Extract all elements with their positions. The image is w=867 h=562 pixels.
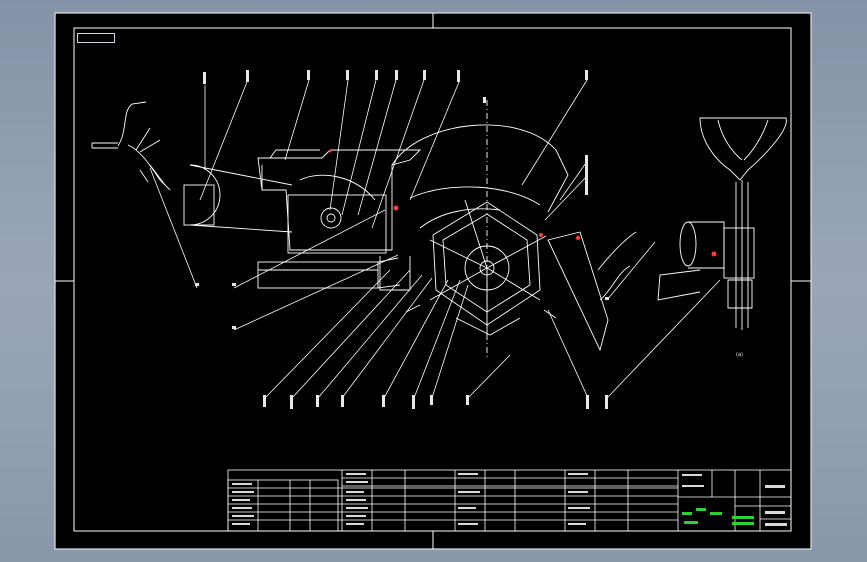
leader-lines xyxy=(149,79,721,399)
title-block xyxy=(227,469,792,532)
guard-cover xyxy=(391,124,569,229)
callout-labels xyxy=(195,70,609,409)
base-frame xyxy=(257,256,411,291)
view-label: (a) xyxy=(736,352,743,358)
frame-tab xyxy=(77,33,115,43)
title-block-text-marks xyxy=(232,473,787,526)
center-marks xyxy=(55,13,811,549)
belt-drive xyxy=(183,164,293,233)
side-view xyxy=(657,117,787,330)
handlebar-assembly xyxy=(91,101,171,191)
drawing-sheet xyxy=(55,13,811,549)
cutting-blade xyxy=(547,231,637,352)
highlight-marks xyxy=(328,149,717,257)
title-block-signature-marks xyxy=(682,508,754,525)
